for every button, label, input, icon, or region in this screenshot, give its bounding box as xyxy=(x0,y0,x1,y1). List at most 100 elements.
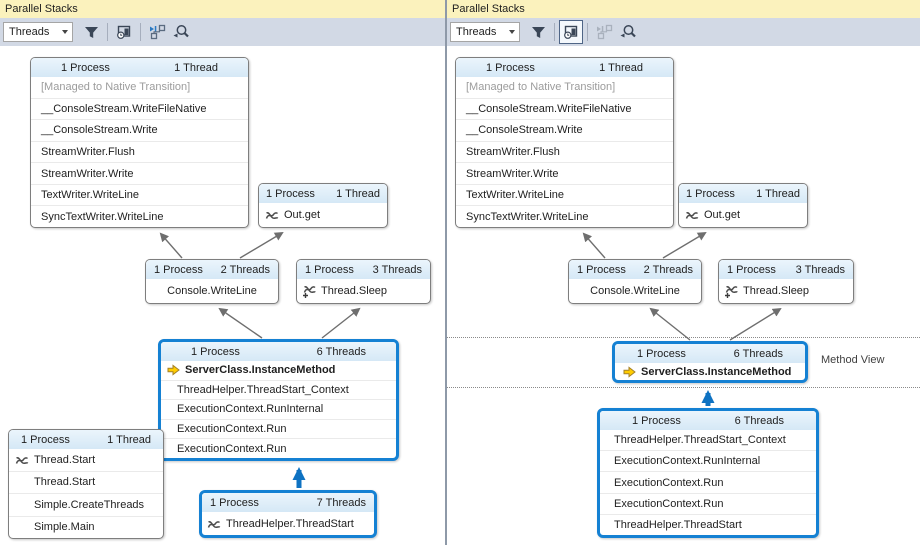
stack-box-header: 1 Process 3 Threads xyxy=(719,260,853,279)
combo-dropdown-icon[interactable] xyxy=(58,30,72,34)
method-view-icon xyxy=(117,25,131,39)
stack-box-thread-sleep: 1 Process 3 Threads Thread.Sleep xyxy=(718,259,854,304)
stack-box-header: 1 Process 1 Thread xyxy=(679,184,807,203)
stack-box-writeline: 1 Process 1 Thread [Managed to Native Tr… xyxy=(30,57,249,228)
panel-divider[interactable] xyxy=(445,0,447,545)
method-view-icon xyxy=(564,25,578,39)
parallel-stacks-panel-left: Parallel Stacks Threads xyxy=(0,0,445,545)
thread-count: 1 Thread xyxy=(174,61,218,74)
thread-icon xyxy=(207,518,221,530)
stack-frame[interactable]: StreamWriter.Flush xyxy=(456,140,673,163)
stack-frame[interactable]: Simple.Main xyxy=(9,515,163,539)
stack-frame[interactable]: ThreadHelper.ThreadStart_Context xyxy=(161,379,396,400)
stack-frame[interactable]: ThreadHelper.ThreadStart xyxy=(202,512,374,535)
stack-frame[interactable]: ThreadHelper.ThreadStart_Context xyxy=(614,434,786,447)
zoom-magnifier-icon xyxy=(620,25,636,38)
stack-frame[interactable]: Thread.Start xyxy=(9,449,163,471)
window-title: Parallel Stacks xyxy=(0,0,445,18)
stack-frame[interactable]: Console.WriteLine xyxy=(167,285,257,297)
stack-frame[interactable]: __ConsoleStream.WriteFileNative xyxy=(31,97,248,120)
stack-frame[interactable]: ExecutionContext.RunInternal xyxy=(600,450,816,471)
stack-frame[interactable]: [Managed to Native Transition] xyxy=(41,81,191,94)
stack-box-header: 1 Process 7 Threads xyxy=(202,493,374,512)
toolbar-left: Threads xyxy=(0,18,445,46)
view-selector-value: Threads xyxy=(9,26,50,38)
show-only-flagged-button[interactable] xyxy=(79,20,103,44)
window-title: Parallel Stacks xyxy=(447,0,920,18)
stack-frame[interactable]: TextWriter.WriteLine xyxy=(456,183,673,206)
stack-frame[interactable]: Thread.Sleep xyxy=(297,279,430,303)
stack-box-console-writeline: 1 Process 2 Threads Console.WriteLine xyxy=(145,259,279,304)
process-count: 1 Process xyxy=(191,345,240,358)
method-view-button[interactable] xyxy=(112,20,136,44)
zoom-control-button[interactable] xyxy=(616,20,640,44)
thread-count: 1 Thread xyxy=(756,187,800,200)
stack-frame[interactable]: Thread.Start xyxy=(9,470,163,494)
stack-frame[interactable]: StreamWriter.Write xyxy=(31,162,248,184)
show-only-flagged-button[interactable] xyxy=(526,20,550,44)
stack-frame[interactable]: ExecutionContext.Run xyxy=(161,438,396,458)
stack-frame[interactable]: Console.WriteLine xyxy=(590,285,680,297)
view-selector-value: Threads xyxy=(456,26,497,38)
stack-frame[interactable]: ExecutionContext.Run xyxy=(161,418,396,439)
thread-icon xyxy=(15,454,29,466)
stack-frame[interactable]: __ConsoleStream.Write xyxy=(31,119,248,141)
stack-frame[interactable]: __ConsoleStream.WriteFileNative xyxy=(456,97,673,120)
stack-frame[interactable]: SyncTextWriter.WriteLine xyxy=(456,205,673,227)
stack-frame[interactable]: Thread.Sleep xyxy=(719,279,853,303)
stack-box-header: 1 Process 1 Thread xyxy=(9,430,163,449)
stack-frame[interactable]: Out.get xyxy=(679,203,807,227)
zoom-control-button[interactable] xyxy=(169,20,193,44)
current-stack-frame[interactable]: ServerClass.InstanceMethod xyxy=(161,361,396,380)
stack-frame[interactable]: ExecutionContext.Run xyxy=(600,492,816,514)
filter-funnel-icon xyxy=(84,26,98,38)
filter-funnel-icon xyxy=(531,26,545,38)
stack-box-header: 1 Process 2 Threads xyxy=(569,260,701,279)
process-count: 1 Process xyxy=(154,263,203,276)
process-count: 1 Process xyxy=(305,263,354,276)
stack-frame[interactable]: Out.get xyxy=(259,203,387,227)
stack-box-main: 1 Process 1 Thread Thread.Start Thread.S… xyxy=(8,429,164,539)
toolbar-right: Threads xyxy=(447,18,920,46)
current-frame-arrow-icon xyxy=(167,364,180,376)
stack-frame[interactable]: [Managed to Native Transition] xyxy=(466,81,616,94)
stack-frame[interactable]: ExecutionContext.Run xyxy=(600,471,816,492)
thread-count: 2 Threads xyxy=(643,263,693,276)
autoscroll-icon xyxy=(149,24,165,40)
toolbar-separator xyxy=(587,23,588,41)
process-count: 1 Process xyxy=(727,263,776,276)
thread-icon xyxy=(685,209,699,221)
thread-count: 1 Thread xyxy=(599,61,643,74)
process-count: 1 Process xyxy=(486,61,535,74)
thread-count: 7 Threads xyxy=(316,496,366,509)
thread-count: 2 Threads xyxy=(220,263,270,276)
thread-icon xyxy=(265,209,279,221)
method-view-boundary-bottom xyxy=(447,387,920,388)
combo-dropdown-icon[interactable] xyxy=(505,30,519,34)
stack-frame[interactable]: __ConsoleStream.Write xyxy=(456,119,673,141)
view-selector-combo[interactable]: Threads xyxy=(450,22,520,42)
autoscroll-to-current-frame-button-disabled xyxy=(592,20,616,44)
stack-frame[interactable]: ThreadHelper.ThreadStart xyxy=(600,513,816,535)
process-count: 1 Process xyxy=(686,187,735,200)
autoscroll-to-current-frame-button[interactable] xyxy=(145,20,169,44)
stack-frame[interactable]: SyncTextWriter.WriteLine xyxy=(31,205,248,227)
stack-frame[interactable]: Simple.CreateThreads xyxy=(9,493,163,516)
stack-frame[interactable]: StreamWriter.Write xyxy=(456,162,673,184)
stack-box-header: 1 Process 2 Threads xyxy=(146,260,278,279)
thread-count: 1 Thread xyxy=(336,187,380,200)
method-view-boundary-top xyxy=(447,337,920,338)
method-view-button-active[interactable] xyxy=(559,20,583,44)
stack-box-outget: 1 Process 1 Thread Out.get xyxy=(678,183,808,228)
thread-count: 6 Threads xyxy=(733,347,783,360)
stack-frame[interactable]: TextWriter.WriteLine xyxy=(31,183,248,206)
thread-count: 3 Threads xyxy=(372,263,422,276)
stack-frame[interactable]: ExecutionContext.RunInternal xyxy=(161,399,396,419)
view-selector-combo[interactable]: Threads xyxy=(3,22,73,42)
stack-frame[interactable]: StreamWriter.Flush xyxy=(31,140,248,163)
stack-box-callers-selected: 1 Process 6 Threads ThreadHelper.ThreadS… xyxy=(597,408,819,538)
stack-box-outget: 1 Process 1 Thread Out.get xyxy=(258,183,388,228)
current-stack-frame[interactable]: ServerClass.InstanceMethod xyxy=(615,363,805,380)
stack-box-header: 1 Process 1 Thread xyxy=(259,184,387,203)
thread-count: 6 Threads xyxy=(316,345,366,358)
